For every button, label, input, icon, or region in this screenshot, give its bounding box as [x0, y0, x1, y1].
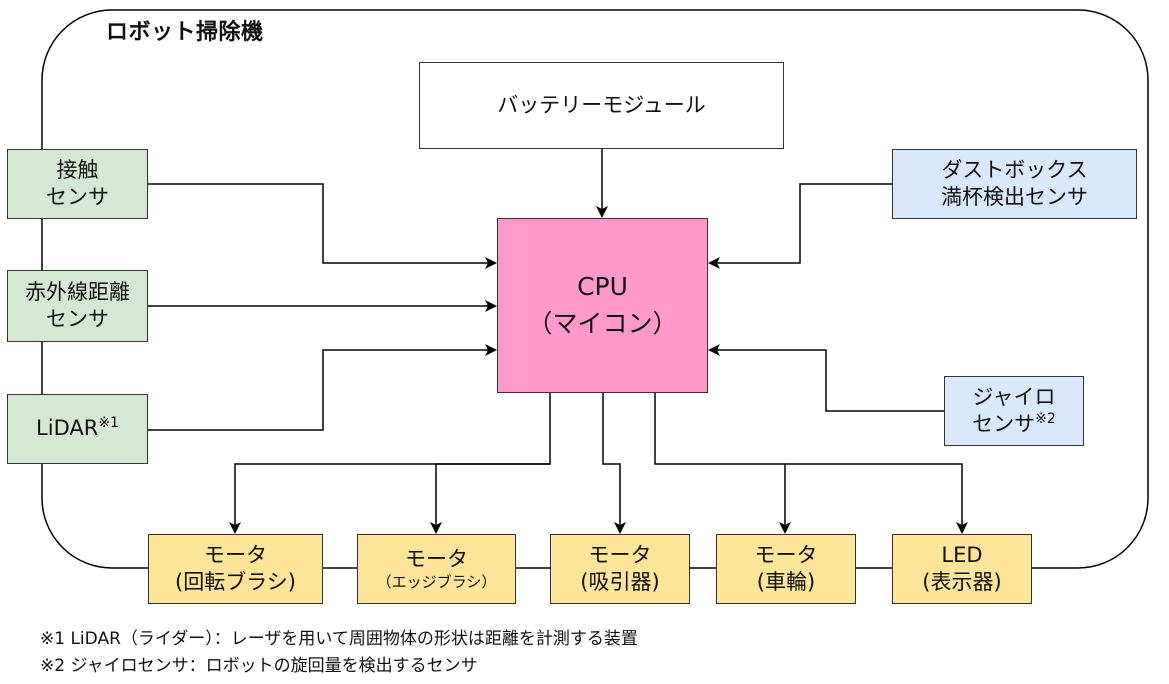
- arrow-dustbox-cpu: [708, 183, 892, 269]
- arrow-gyro-cpu: [708, 344, 944, 412]
- arrow-cpu-motor-edge: [430, 463, 550, 534]
- motor-edge-label-1: モータ: [405, 546, 468, 571]
- gyro-sensor-label-1: ジャイロ: [972, 384, 1056, 409]
- dustbox-sensor-label-2: 満杯検出センサ: [941, 185, 1088, 209]
- battery-label: バッテリーモジュール: [497, 92, 706, 117]
- arrow-cpu-motor-wheel: [654, 393, 791, 534]
- gyro-sensor-label-2: センサ※2: [972, 411, 1056, 436]
- cpu-sublabel: （マイコン）: [527, 308, 678, 338]
- motor-brush-box: モータ (回転ブラシ): [148, 534, 323, 604]
- footnote-gyro: ※2 ジャイロセンサ：ロボットの旋回量を検出するセンサ: [40, 656, 478, 676]
- dustbox-sensor-label-1: ダストボックス: [941, 157, 1088, 182]
- cpu-box: CPU （マイコン）: [497, 218, 708, 393]
- arrow-cpu-motor-brush: [229, 393, 551, 534]
- motor-edge-label-2: （エッジブラシ）: [376, 572, 497, 591]
- touch-sensor-label-1: 接触: [56, 157, 99, 182]
- diagram-title: ロボット掃除機: [106, 14, 264, 46]
- arrow-touch-cpu: [148, 183, 497, 269]
- lidar-note-mark: ※1: [98, 415, 119, 432]
- motor-suction-label-1: モータ: [588, 542, 652, 567]
- motor-brush-label-2: (回転ブラシ): [175, 570, 296, 594]
- lidar-label: LiDAR※1: [36, 415, 119, 441]
- ir-sensor-label-2: センサ: [46, 307, 109, 331]
- arrow-lidar-cpu: [148, 344, 497, 431]
- lidar-box: LiDAR※1: [7, 394, 148, 464]
- touch-sensor-box: 接触 センサ: [7, 149, 148, 219]
- arrow-cpu-motor-suction: [602, 393, 626, 534]
- led-label-1: LED: [941, 542, 983, 567]
- led-box: LED (表示器): [892, 534, 1032, 604]
- motor-suction-label-2: (吸引器): [580, 570, 660, 594]
- cpu-label: CPU: [577, 272, 628, 302]
- battery-module-box: バッテリーモジュール: [419, 62, 784, 149]
- ir-sensor-box: 赤外線距離 センサ: [7, 270, 148, 342]
- motor-wheel-box: モータ (車輪): [716, 534, 856, 604]
- motor-suction-box: モータ (吸引器): [550, 534, 690, 604]
- arrow-cpu-led: [785, 463, 968, 534]
- gyro-sensor-box: ジャイロ センサ※2: [944, 376, 1084, 446]
- touch-sensor-label-2: センサ: [46, 185, 109, 209]
- footnote-lidar: ※1 LiDAR（ライダー）：レーザを用いて周囲物体の形状は距離を計測する装置: [40, 629, 638, 649]
- motor-wheel-label-1: モータ: [754, 542, 818, 567]
- dustbox-sensor-box: ダストボックス 満杯検出センサ: [892, 149, 1137, 219]
- motor-wheel-label-2: (車輪): [756, 570, 816, 594]
- motor-brush-label-1: モータ: [204, 542, 267, 567]
- ir-sensor-label-1: 赤外線距離: [25, 279, 130, 304]
- motor-edge-box: モータ （エッジブラシ）: [357, 534, 516, 604]
- led-label-2: (表示器): [922, 570, 1002, 594]
- gyro-note-mark: ※2: [1035, 411, 1056, 427]
